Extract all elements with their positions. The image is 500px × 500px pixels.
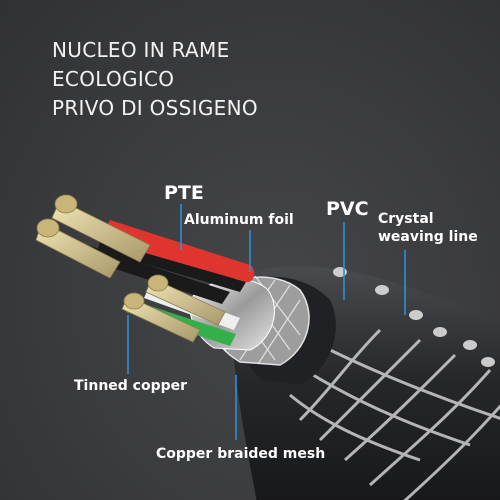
product-headline: NUCLEO IN RAME ECOLOGICO PRIVO DI OSSIGE…	[52, 36, 258, 123]
headline-line-2: ECOLOGICO	[52, 67, 175, 91]
leader-lines	[127, 204, 406, 440]
aluminum-foil-label: Aluminum foil	[184, 212, 294, 228]
tinned-copper-strands	[35, 194, 226, 343]
crystal-weaving-line-label: Crystal weaving line	[378, 210, 478, 246]
copper-braided-mesh-label: Copper braided mesh	[156, 446, 326, 462]
headline-line-1: NUCLEO IN RAME	[52, 38, 230, 62]
crystal-label-line-2: weaving line	[378, 229, 478, 245]
headline-line-3: PRIVO DI OSSIGENO	[52, 96, 258, 120]
crystal-label-line-1: Crystal	[378, 211, 434, 227]
pvc-label: PVC	[326, 198, 369, 220]
pte-label: PTE	[164, 182, 204, 204]
tinned-copper-label: Tinned copper	[74, 378, 188, 394]
